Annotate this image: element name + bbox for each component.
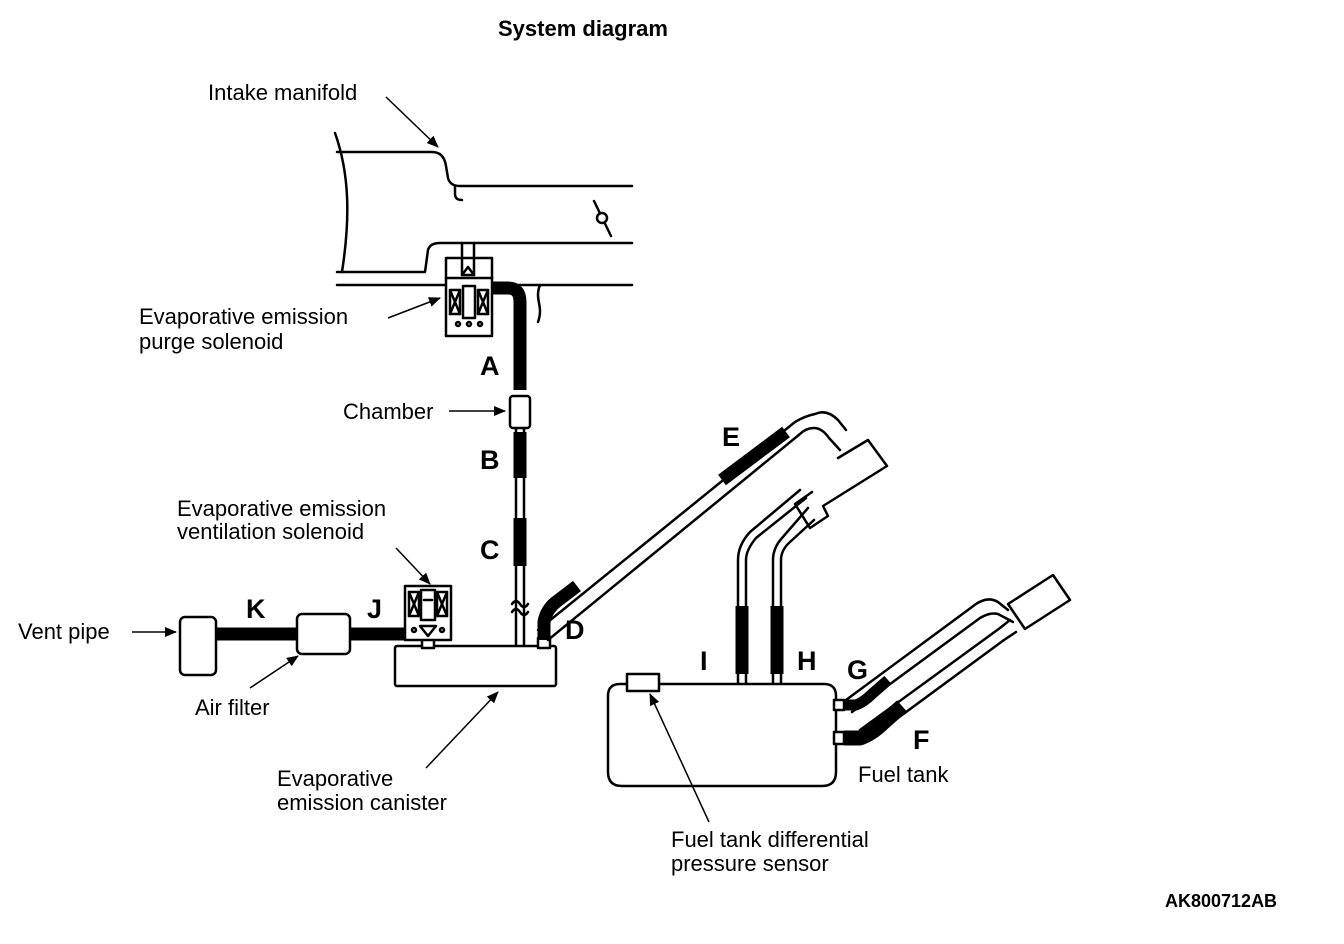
pressure-sensor-label-line-2: pressure sensor xyxy=(671,851,829,876)
chamber-label: Chamber xyxy=(343,399,434,424)
hose-d xyxy=(537,580,581,640)
hose-letter-k: K xyxy=(246,594,266,624)
hose-letter-j: J xyxy=(367,594,383,624)
hose-letter-c: C xyxy=(480,535,500,565)
fuel-tank-label: Fuel tank xyxy=(858,762,949,787)
evaporative-emission-canister xyxy=(393,636,558,688)
hose-letter-b: B xyxy=(480,445,500,475)
ventilation-solenoid-label-line-2: ventilation solenoid xyxy=(177,519,365,544)
hose-letter-g: G xyxy=(847,655,869,685)
purge-solenoid xyxy=(444,241,494,338)
pressure-sensor-label-line-1: Fuel tank differential xyxy=(671,827,869,852)
hose-letter-h: H xyxy=(797,646,817,676)
chamber xyxy=(508,394,532,430)
air-filter-label: Air filter xyxy=(195,695,270,720)
hose-g xyxy=(844,675,892,711)
hose-letter-f: F xyxy=(913,725,930,755)
canister-label-line-1: Evaporative xyxy=(277,766,394,791)
figure-code: AK800712AB xyxy=(1165,891,1278,911)
air-filter xyxy=(295,612,352,656)
ventilation-solenoid-label-line-1: Evaporative emission xyxy=(177,496,387,521)
vent-pipe-label: Vent pipe xyxy=(18,619,110,644)
diagram-title: System diagram xyxy=(498,16,668,41)
ventilation-solenoid xyxy=(403,584,453,642)
hose-a xyxy=(492,281,527,390)
purge-solenoid-label-line-2: purge solenoid xyxy=(139,329,284,354)
hose-letter-a: A xyxy=(480,351,500,381)
canister-label-line-2: emission canister xyxy=(277,790,447,815)
vent-pipe xyxy=(178,615,218,677)
hose-e xyxy=(718,426,790,486)
fuel-tank-differential-pressure-sensor xyxy=(625,672,661,693)
purge-solenoid-label-line-1: Evaporative emission xyxy=(139,304,349,329)
fuel-tank xyxy=(606,682,838,788)
hose-letter-d: D xyxy=(565,615,585,645)
hose-f xyxy=(844,700,907,746)
throttle-valve xyxy=(592,199,613,238)
hose-letter-i: I xyxy=(700,646,708,676)
hose-letter-e: E xyxy=(722,422,741,452)
intake-manifold-label: Intake manifold xyxy=(208,80,358,105)
